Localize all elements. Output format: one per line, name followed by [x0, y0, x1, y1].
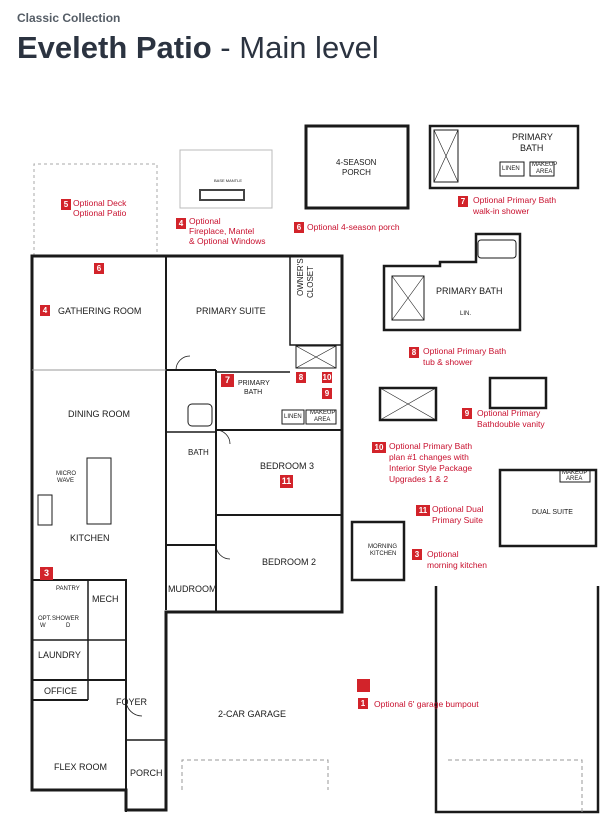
badge-primary-bath: 7	[221, 374, 234, 387]
option-text-line: Interior Style Package	[389, 463, 473, 473]
option-text-line: Primary Suite	[432, 515, 484, 525]
collection-label: Classic Collection	[17, 11, 121, 25]
option-badge: 11	[416, 505, 430, 516]
mech-label: MECH	[92, 594, 119, 604]
option-text-line: Optional Deck	[73, 198, 127, 208]
option-badge: 10	[372, 442, 386, 453]
primary-suite-label: PRIMARY SUITE	[196, 306, 266, 316]
morning-kitchen-label-1: MORNING	[368, 544, 397, 550]
badge-shower: 8	[296, 372, 306, 383]
bumpout-marker	[357, 679, 370, 692]
primary-bath-label-1: PRIMARY	[238, 380, 270, 387]
mudroom-label: MUDROOM	[168, 584, 217, 594]
option-text-line: Optional 4-season porch	[307, 222, 400, 232]
pantry-label: PANTRY	[56, 586, 80, 592]
option-text-line: Optional Primary Bath	[389, 441, 473, 451]
option-badge: 4	[176, 218, 186, 229]
badge-pantry: 3	[40, 567, 53, 580]
dual-suite-label: DUAL SUITE	[532, 509, 573, 516]
flex-room-label: FLEX ROOM	[54, 762, 108, 772]
page-title: Eveleth Patio - Main level	[17, 30, 379, 66]
option-text-line: Optional Dual	[432, 504, 484, 514]
microwave-label-1: MICRO	[56, 471, 76, 477]
option-text-line: Fireplace, Mantel	[189, 226, 255, 236]
bath1-inset-makeup-1: MAKEUP	[532, 162, 558, 168]
option-text-line: Optional Primary Bath	[423, 346, 507, 356]
bath1-inset-label-2: BATH	[520, 143, 544, 153]
option-badge: 6	[294, 222, 304, 233]
opt-label-3: SHOWER	[52, 616, 79, 622]
bedroom2-label: BEDROOM 2	[262, 557, 317, 567]
makeup-label-2: AREA	[314, 417, 331, 423]
option-badge: 5	[61, 199, 71, 210]
bath1-inset-makeup-2: AREA	[536, 169, 553, 175]
bath2-inset-label: PRIMARY BATH	[436, 286, 503, 296]
option-text-line: & Optional Windows	[189, 236, 266, 246]
gathering-room-label: GATHERING ROOM	[58, 306, 142, 316]
option-text-line: Optional	[189, 216, 221, 226]
option-text-line: Optional Primary Bath	[473, 195, 557, 205]
bedroom3-label: BEDROOM 3	[260, 461, 315, 471]
bath1-inset-linen: LINEN	[502, 166, 520, 172]
option-text-line: tub & shower	[423, 357, 473, 367]
bath2-inset-lin: LIN.	[460, 311, 472, 317]
level-name: Main level	[239, 30, 379, 65]
option-text-line: Optional Primary	[477, 408, 541, 418]
dual-makeup-label-2: AREA	[566, 476, 583, 482]
badge-bedroom3: 11	[280, 475, 293, 488]
office-label: OFFICE	[44, 686, 77, 696]
porch-label: PORCH	[130, 768, 163, 778]
badge-gathering: 4	[40, 305, 50, 316]
option-badge: 1	[358, 698, 368, 709]
option-text-line: Bathdouble vanity	[477, 419, 545, 429]
makeup-label-1: MAKEUP	[310, 410, 336, 416]
option-text-line: Upgrades 1 & 2	[389, 474, 449, 484]
owners-closet-label-1: OWNER'S	[296, 258, 305, 296]
fireplace-label: BASE MANTLE	[214, 178, 243, 183]
badge-tub: 10	[322, 372, 332, 383]
option-badge: 8	[409, 347, 419, 358]
bath1-inset-label-1: PRIMARY	[512, 132, 553, 142]
option-text-line: Optional 6' garage bumpout	[374, 699, 479, 709]
porch-inset-label-1: 4-SEASON	[336, 158, 377, 167]
laundry-label: LAUNDRY	[38, 650, 81, 660]
kitchen-label: KITCHEN	[70, 533, 110, 543]
title-separator: -	[211, 30, 240, 65]
option-badge: 9	[462, 408, 472, 419]
opt-label-4: D	[66, 623, 71, 629]
option-badge: 7	[458, 196, 468, 207]
option-text-line: Optional	[427, 549, 459, 559]
dual-makeup-label-1: MAKEUP	[562, 470, 588, 476]
owners-closet-label-2: CLOSET	[306, 265, 315, 298]
opt-label-1: OPT.	[38, 616, 52, 622]
option-text-line: morning kitchen	[427, 560, 488, 570]
opt-label-2: W	[40, 623, 46, 629]
dining-room-label: DINING ROOM	[68, 409, 130, 419]
option-text-line: walk-in shower	[473, 206, 530, 216]
option-badge: 3	[412, 549, 422, 560]
option-text-line: plan #1 changes with	[389, 452, 469, 462]
porch-inset-label-2: PORCH	[342, 168, 371, 177]
foyer-label: FOYER	[116, 697, 148, 707]
morning-kitchen-label-2: KITCHEN	[370, 551, 397, 557]
primary-bath-label-2: BATH	[244, 389, 263, 396]
garage-label: 2-CAR GARAGE	[218, 709, 287, 719]
badge-deck: 6	[94, 263, 104, 274]
plan-name: Eveleth Patio	[17, 30, 212, 65]
option-text-line: Optional Patio	[73, 208, 127, 218]
linen-label: LINEN	[284, 414, 302, 420]
microwave-label-2: WAVE	[57, 478, 75, 484]
bath-label: BATH	[188, 448, 209, 457]
badge-vanity: 9	[322, 388, 332, 399]
